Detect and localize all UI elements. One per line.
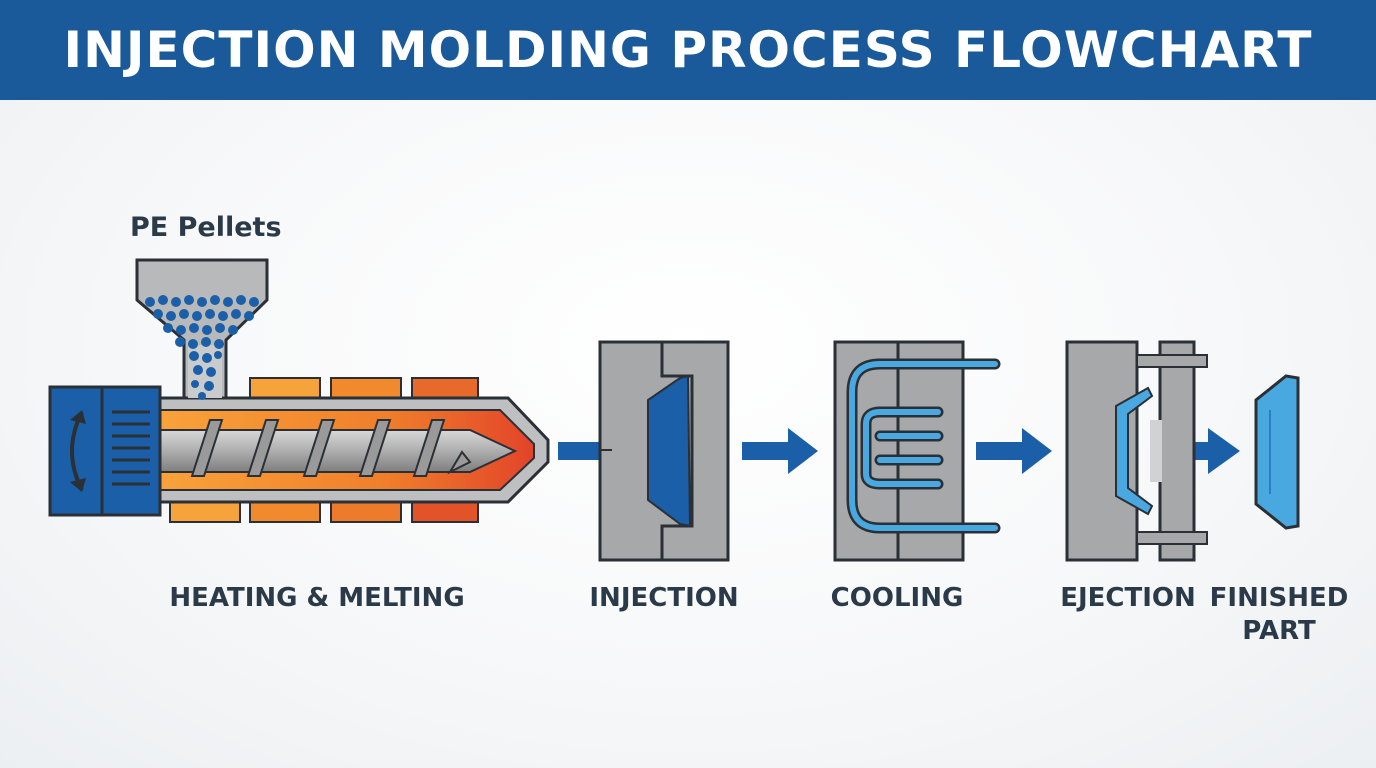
title-banner: INJECTION MOLDING PROCESS FLOWCHART — [0, 0, 1376, 100]
arrow-right-icon — [976, 428, 1052, 474]
arrow-right-icon — [1164, 428, 1240, 474]
stage-label-heating: HEATING & MELTING — [169, 583, 465, 613]
mold-ejection-icon — [1065, 340, 1208, 562]
finished-part-icon — [1254, 374, 1300, 530]
stage-label-cooling: COOLING — [830, 583, 964, 613]
process-diagram — [48, 258, 1300, 562]
mold-cooling-icon — [833, 340, 1001, 562]
stage-label-finished: FINISHED PART — [1210, 582, 1349, 648]
stage-label-finished-line1: FINISHED — [1209, 583, 1349, 613]
input-material-label: PE Pellets — [130, 212, 282, 243]
page-title: INJECTION MOLDING PROCESS FLOWCHART — [63, 21, 1313, 79]
injection-unit-icon — [48, 258, 550, 523]
mold-injection-icon — [598, 340, 730, 562]
stage-label-ejection: EJECTION — [1060, 583, 1196, 613]
stage-label-injection: INJECTION — [589, 583, 739, 613]
stage-label-finished-line2: PART — [1242, 616, 1316, 646]
arrow-right-icon — [742, 428, 818, 474]
